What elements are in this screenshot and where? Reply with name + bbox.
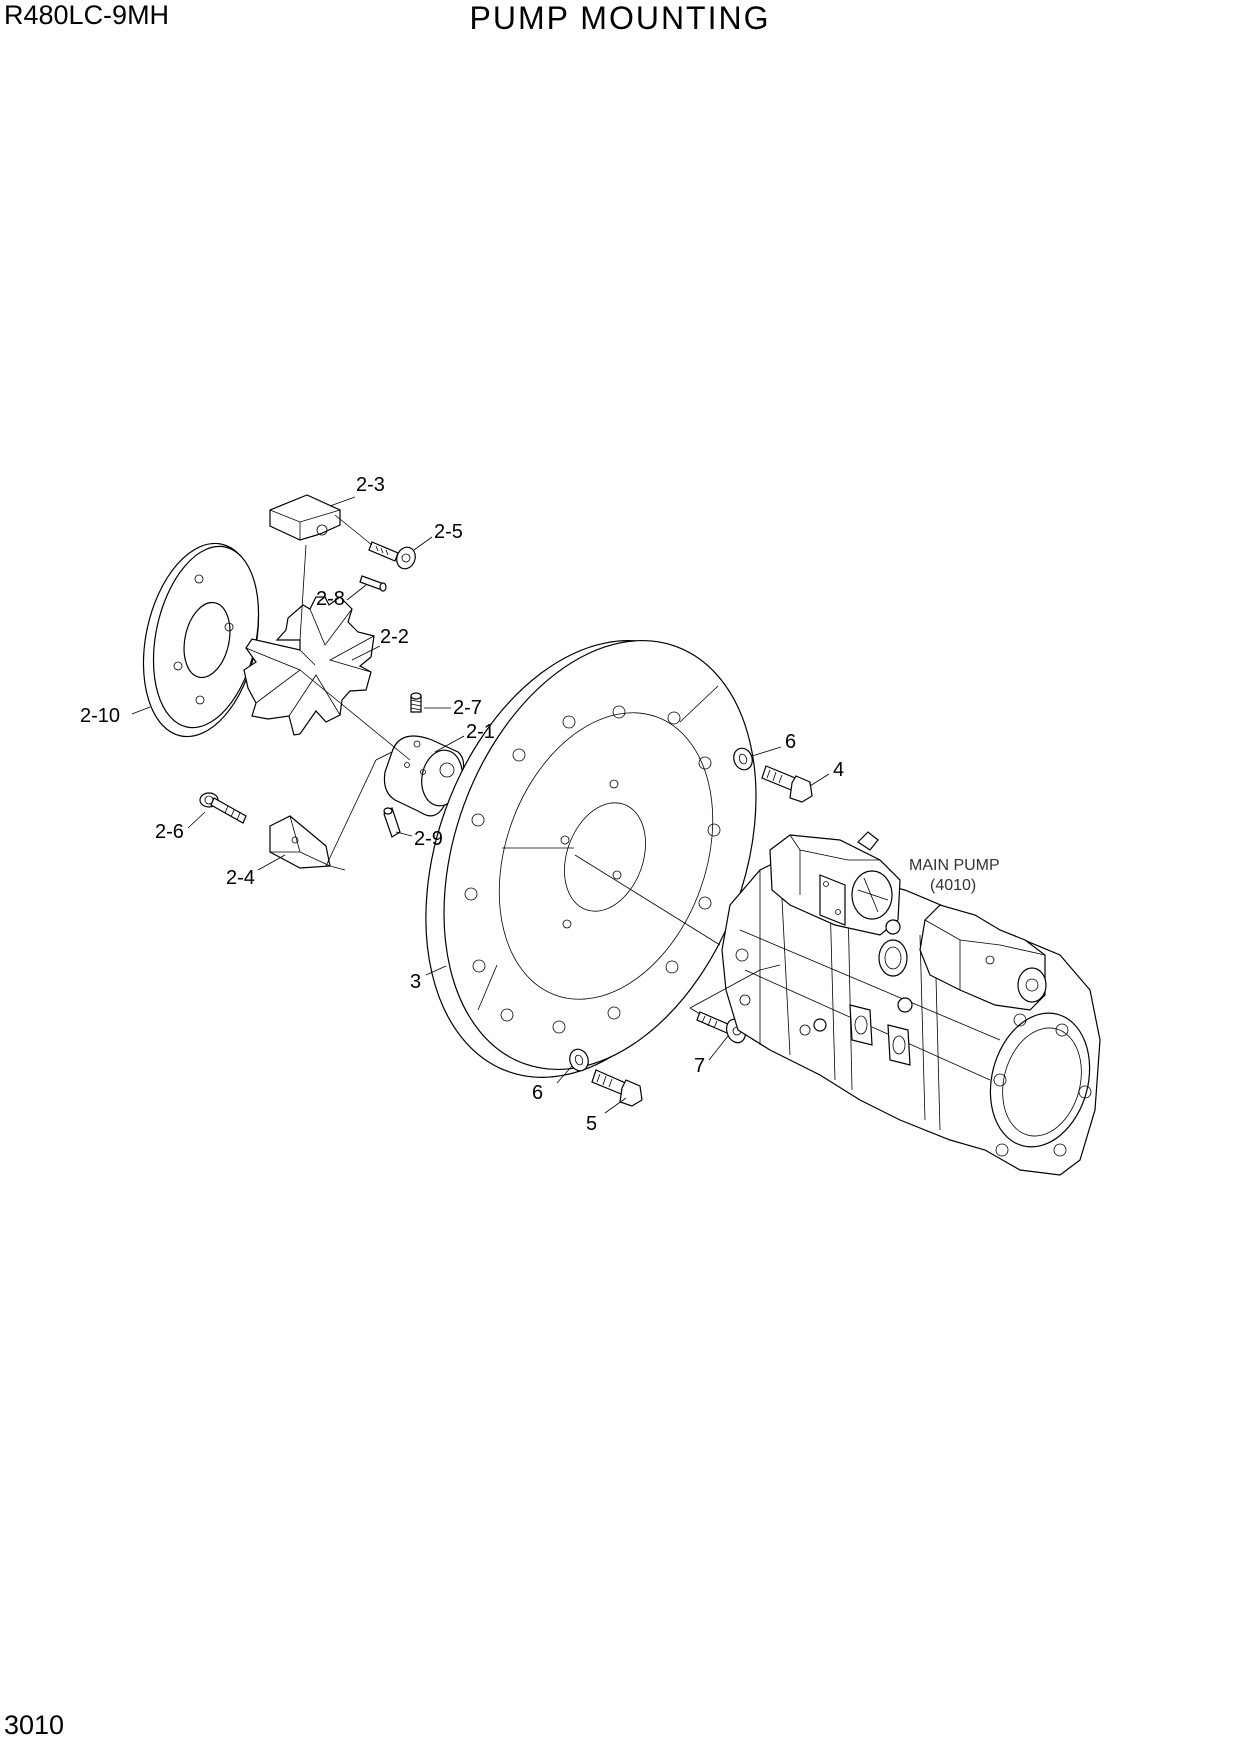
callout-4: 4 xyxy=(833,759,844,781)
callout-2-10: 2-10 xyxy=(80,705,120,727)
callout-3: 3 xyxy=(410,971,421,993)
callout-2-6: 2-6 xyxy=(155,821,184,843)
part-2-4-wedge xyxy=(269,815,331,869)
model-number: R480LC-9MH xyxy=(4,0,170,30)
alignment-lines xyxy=(574,854,781,1015)
main-pump-assembly xyxy=(721,831,1101,1176)
part-2-8-pin xyxy=(359,575,387,592)
part-4-bolt xyxy=(761,765,813,803)
callout-5: 5 xyxy=(586,1113,597,1135)
callout-2-3: 2-3 xyxy=(356,474,385,496)
main-pump-ref: (4010) xyxy=(930,877,976,894)
part-3-flange xyxy=(425,639,757,1078)
callout-2-8: 2-8 xyxy=(316,588,345,610)
part-6-washer-top xyxy=(733,747,753,771)
part-2-7-setscrew xyxy=(410,692,422,713)
callout-2-9: 2-9 xyxy=(414,828,443,850)
page-number: 3010 xyxy=(4,1710,65,1740)
callout-2-4: 2-4 xyxy=(226,867,255,889)
callout-2-7: 2-7 xyxy=(453,697,482,719)
callout-7: 7 xyxy=(694,1055,705,1077)
part-2-3-clamp xyxy=(269,494,341,541)
part-6-washer-bottom xyxy=(569,1048,589,1072)
part-2-5-bolt xyxy=(368,541,416,570)
part-2-6-bolt xyxy=(199,792,247,824)
callout-2-1: 2-1 xyxy=(466,721,495,743)
page-title: PUMP MOUNTING xyxy=(469,0,771,36)
main-pump-label: MAIN PUMP xyxy=(909,857,1000,874)
callout-2-5: 2-5 xyxy=(434,521,463,543)
callout-leaders xyxy=(131,496,830,1114)
callout-6-top: 6 xyxy=(785,731,796,753)
callout-2-2: 2-2 xyxy=(380,626,409,648)
part-5-bolt xyxy=(591,1069,643,1107)
assembly-leader-lines xyxy=(299,514,411,871)
callout-6-bottom: 6 xyxy=(532,1082,543,1104)
part-2-9-pin xyxy=(383,807,401,838)
